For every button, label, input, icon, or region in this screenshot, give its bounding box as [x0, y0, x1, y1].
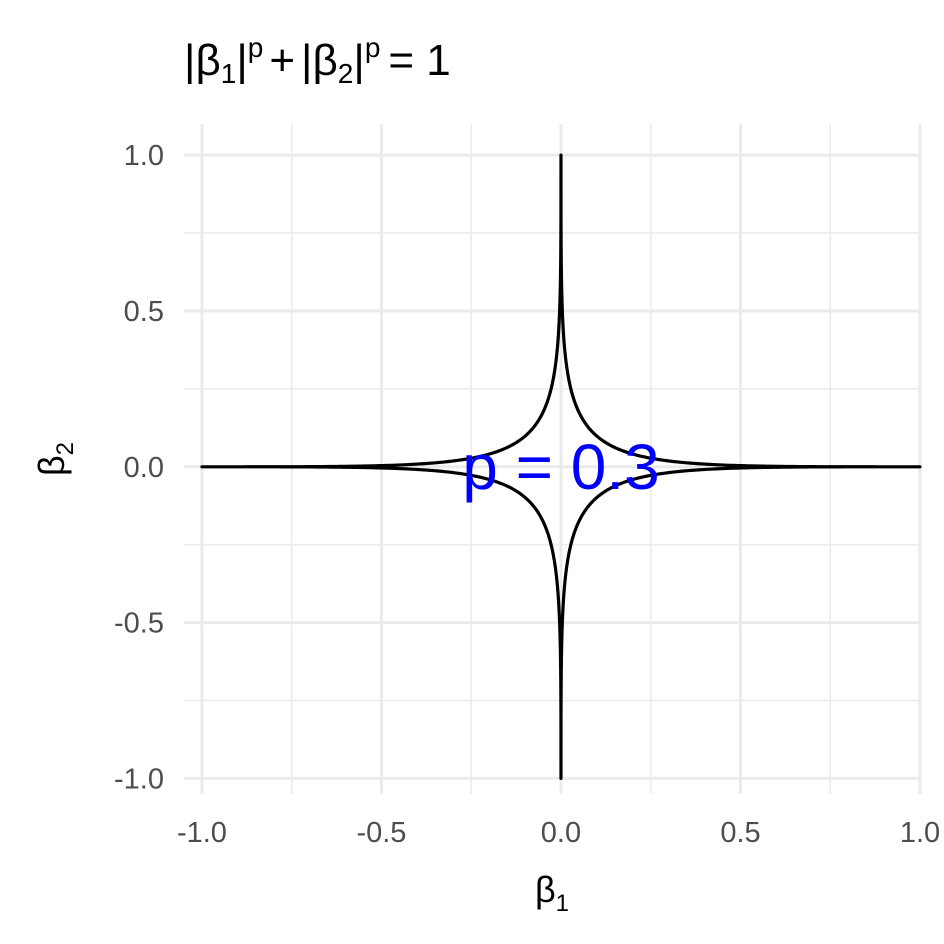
- x-tick-label: -0.5: [356, 817, 406, 849]
- p-value-annotation: p = 0.3: [462, 431, 660, 503]
- y-tick-label: -0.5: [114, 608, 164, 640]
- x-axis-title-beta: β: [535, 869, 556, 910]
- y-tick-label: -1.0: [114, 763, 164, 795]
- x-tick-label: 1.0: [900, 817, 940, 849]
- y-tick-label: 0.0: [124, 452, 164, 484]
- y-tick-label: 1.0: [124, 140, 164, 172]
- x-axis-title-sub: 1: [556, 890, 569, 917]
- title-abs-bar: |: [353, 36, 364, 85]
- title-beta-1: β: [195, 36, 220, 85]
- chart-title: |β1|p+|β2|p= 1: [184, 32, 451, 89]
- title-sub-1: 1: [221, 58, 237, 89]
- x-axis-tick-labels: -1.0 -0.5 0.0 0.5 1.0: [177, 817, 940, 849]
- y-axis-title-beta: β: [31, 455, 72, 476]
- y-tick-label: 0.5: [124, 296, 164, 328]
- title-abs-bar: |: [301, 36, 312, 85]
- x-axis-title: β1: [535, 869, 569, 917]
- title-abs-bar: |: [236, 36, 247, 85]
- x-tick-label: 0.5: [720, 817, 760, 849]
- title-power-1: p: [248, 32, 264, 63]
- title-abs-bar: |: [184, 36, 195, 85]
- title-equals-one: = 1: [388, 36, 450, 85]
- title-plus: +: [269, 36, 295, 85]
- title-power-2: p: [365, 32, 381, 63]
- y-axis-title-sub: 2: [52, 442, 79, 455]
- title-beta-2: β: [312, 36, 337, 85]
- y-axis-title: β2: [31, 442, 79, 476]
- curve-p-0-3: [200, 153, 922, 781]
- title-sub-2: 2: [338, 58, 354, 89]
- x-tick-label: 0.0: [541, 817, 581, 849]
- x-tick-label: -1.0: [177, 817, 227, 849]
- y-axis-tick-labels: -1.0 -0.5 0.0 0.5 1.0: [114, 140, 164, 795]
